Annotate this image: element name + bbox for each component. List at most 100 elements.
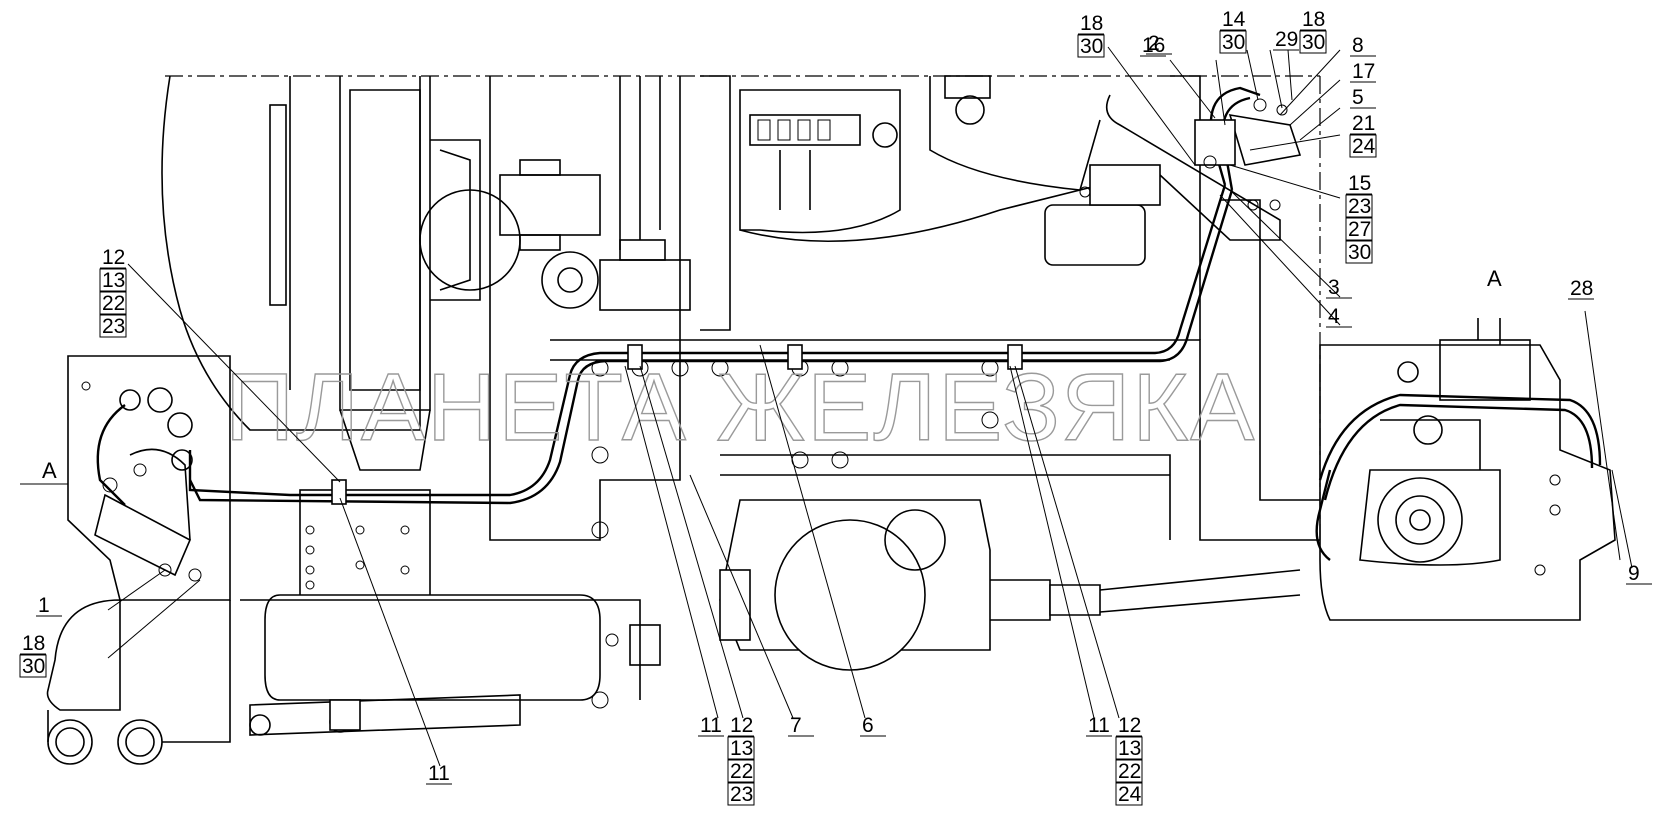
callout-c4: 4 [1326, 305, 1352, 328]
callout-box [1077, 34, 1105, 58]
callout-c5: 5 [1350, 86, 1376, 109]
callout-number: 29 [1275, 28, 1298, 51]
callout-number: 2 [1148, 32, 1160, 55]
callout-number: 4 [1328, 305, 1340, 328]
callout-number: 12 [730, 714, 753, 737]
callout-number: 21 [1352, 112, 1375, 135]
callout-c6: 6 [860, 714, 886, 737]
callout-number: 12 [1118, 714, 1141, 737]
pipe-clamp-left [331, 479, 347, 505]
valve-left [94, 448, 202, 582]
callout-box [99, 314, 127, 338]
air-receiver-tank [240, 594, 661, 709]
left-frame-bracket [46, 355, 431, 765]
callout-box [99, 291, 127, 315]
callout-box [727, 736, 755, 760]
callout-c1: 1 [36, 594, 62, 617]
callout-number: 11 [700, 714, 722, 737]
callout-number: 16 [1142, 34, 1165, 57]
callout-number: 18 [22, 632, 45, 655]
callout-number: 23 [102, 315, 125, 338]
callout-number: 1 [38, 594, 50, 617]
watermark-text: ПЛАНЕТА ЖЕЛЕЗЯКА [225, 354, 1256, 461]
callout-c2: 2 [1146, 32, 1172, 55]
lower-cylinder-rod [249, 694, 521, 736]
callout-number: 12 [102, 246, 125, 269]
callout-box [727, 782, 755, 806]
callout-box [19, 654, 47, 678]
callout-box [1219, 30, 1247, 54]
callout-number: 24 [1352, 135, 1376, 158]
callout-number: 30 [1222, 31, 1245, 54]
callout-box [1349, 134, 1377, 158]
callout-c11c: 11 [1086, 714, 1112, 737]
callout-box [1115, 782, 1143, 806]
callout-number: 23 [1348, 195, 1371, 218]
callout-number: 9 [1628, 562, 1640, 585]
callout-number: 22 [730, 760, 753, 783]
callout-c11b: 11 [698, 714, 724, 737]
callout-number: 6 [862, 714, 874, 737]
callout-box [1345, 217, 1373, 241]
callout-box [99, 268, 127, 292]
callout-number: 13 [102, 269, 125, 292]
callout-number: 11 [428, 762, 450, 785]
callout-box [1345, 240, 1373, 264]
pipe-clamp-middle [627, 344, 643, 370]
callout-number: 14 [1222, 8, 1246, 31]
callout-number: 8 [1352, 34, 1364, 57]
callout-c16: 16 [1140, 34, 1166, 57]
inset-view-a [1319, 318, 1616, 621]
callout-number: 22 [1118, 760, 1141, 783]
engine-block [489, 75, 1101, 541]
callout-number: 27 [1348, 218, 1371, 241]
callout-number: 13 [730, 737, 753, 760]
mounting-plate [299, 489, 431, 601]
callout-number: 5 [1352, 86, 1364, 109]
callout-c8: 8 [1350, 34, 1376, 57]
callout-c17: 17 [1350, 60, 1376, 83]
callout-number: 18 [1080, 12, 1103, 35]
callout-box [1345, 194, 1373, 218]
callout-number: 18 [1302, 8, 1325, 31]
callout-box [1115, 759, 1143, 783]
callout-number: 28 [1570, 277, 1593, 300]
starter-motor [1044, 164, 1161, 266]
callout-number: 24 [1118, 783, 1142, 806]
callout-number: 3 [1328, 276, 1340, 299]
callout-box [1115, 736, 1143, 760]
callout-c3: 3 [1326, 276, 1352, 299]
callout-number: 30 [1302, 31, 1325, 54]
callout-number: 7 [790, 714, 802, 737]
callout-number: 30 [1080, 35, 1103, 58]
gearbox-housing [719, 499, 1301, 671]
radiator-assembly [161, 75, 521, 471]
callout-number: 15 [1348, 172, 1371, 195]
callout-number: 13 [1118, 737, 1141, 760]
callout-c11a: 11 [426, 762, 452, 785]
callout-number: 11 [1088, 714, 1110, 737]
callout-number: 22 [102, 292, 125, 315]
view-label-a-inset: А [1487, 266, 1502, 291]
pipe-clamp-center [787, 344, 803, 370]
callout-number: 30 [22, 655, 45, 678]
callout-number: 30 [1348, 241, 1371, 264]
callout-box [727, 759, 755, 783]
pipe-clamp-right [1007, 344, 1023, 370]
callout-box [1299, 30, 1327, 54]
leader-lines [107, 46, 1633, 767]
callout-c29: 29 [1273, 28, 1299, 51]
callout-number: 17 [1352, 60, 1375, 83]
